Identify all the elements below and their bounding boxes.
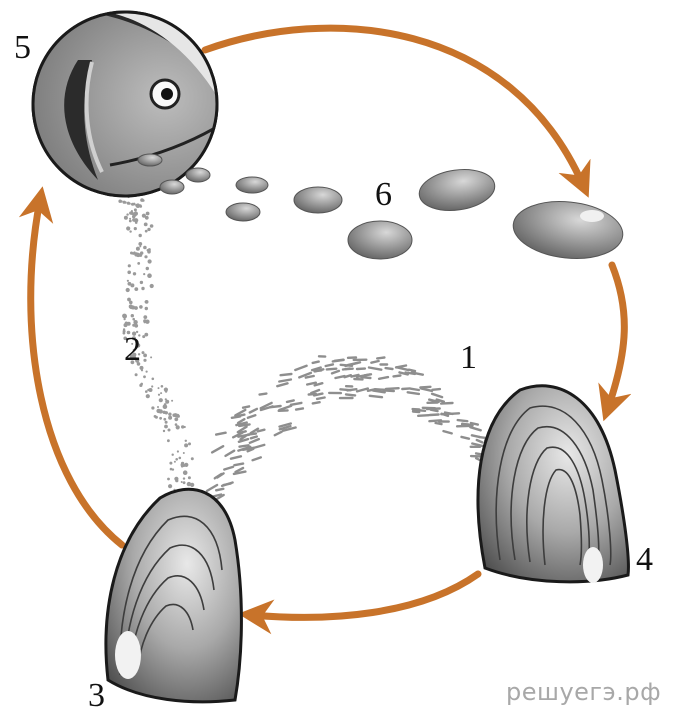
arrow-young-shell-to-fish xyxy=(18,186,126,549)
arrow-fish-to-pebbles xyxy=(201,24,591,198)
watermark: решуегэ.рф xyxy=(506,678,661,706)
juvenile-pebbles xyxy=(137,153,624,260)
label-1: 1 xyxy=(460,339,477,376)
label-2: 2 xyxy=(124,331,141,368)
arrow-pebbles-to-adult-shell xyxy=(598,261,632,422)
cycle-arrows xyxy=(18,24,632,635)
adult-mussel-shell xyxy=(476,384,630,584)
arrow-adult-to-young-shell xyxy=(238,570,482,635)
label-5: 5 xyxy=(14,29,31,66)
young-mussel-shell xyxy=(104,487,243,704)
label-6: 6 xyxy=(375,176,392,213)
fish-head-inset xyxy=(31,10,219,198)
larvae-arc xyxy=(205,355,504,504)
label-3: 3 xyxy=(88,677,105,714)
label-4: 4 xyxy=(636,541,653,578)
